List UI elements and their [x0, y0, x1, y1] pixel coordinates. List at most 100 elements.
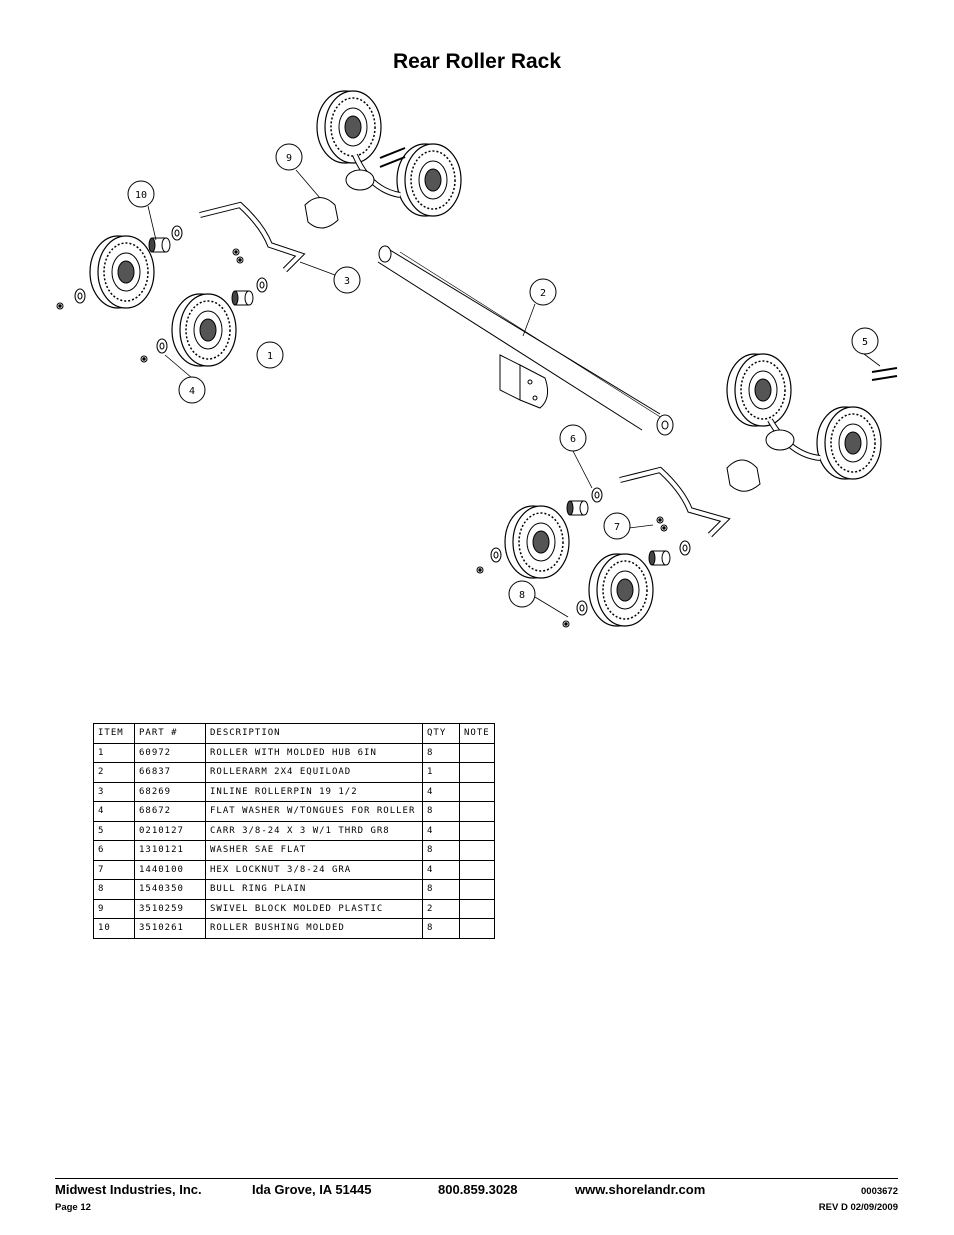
washer-icon: [490, 547, 502, 563]
svg-text:3: 3: [344, 276, 350, 287]
cell-note: [459, 898, 495, 919]
washer-icon: [576, 600, 588, 616]
cell-part: 1310121: [134, 840, 206, 861]
roller-icon: [816, 406, 882, 480]
roller-icon: [316, 90, 382, 164]
svg-text:10: 10: [135, 190, 147, 201]
washer-icon: [591, 487, 603, 503]
header-part: PART #: [134, 723, 206, 744]
callout-3: 3: [333, 266, 361, 294]
cell-description: FLAT WASHER W/TONGUES FOR ROLLER: [205, 801, 423, 822]
bushing-icon: [148, 237, 171, 253]
callout-10: 10: [127, 180, 155, 208]
callout-9: 9: [275, 143, 303, 171]
footer-company: Midwest Industries, Inc.: [55, 1182, 202, 1197]
svg-text:1: 1: [267, 351, 273, 362]
footer-phone: 800.859.3028: [438, 1182, 518, 1197]
header-note: NOTE: [459, 723, 495, 744]
cell-item: 1: [93, 742, 135, 763]
cell-qty: 4: [422, 781, 460, 802]
nut-icon: [660, 524, 668, 532]
header-qty: QTY: [422, 723, 460, 744]
cell-item: 8: [93, 879, 135, 900]
cell-part: 1540350: [134, 879, 206, 900]
cell-qty: 8: [422, 840, 460, 861]
cell-description: BULL RING PLAIN: [205, 879, 423, 900]
cell-item: 6: [93, 840, 135, 861]
washer-icon: [679, 540, 691, 556]
roller-icon: [726, 353, 792, 427]
cell-description: ROLLER WITH MOLDED HUB 6IN: [205, 742, 423, 763]
footer-city: Ida Grove, IA 51445: [252, 1182, 372, 1197]
callout-1: 1: [256, 341, 284, 369]
cell-qty: 4: [422, 859, 460, 880]
cell-item: 2: [93, 762, 135, 783]
footer-website: www.shorelandr.com: [575, 1182, 706, 1197]
nut-icon: [656, 516, 664, 524]
cell-qty: 4: [422, 820, 460, 841]
svg-text:7: 7: [614, 522, 620, 533]
footer-divider: [55, 1178, 898, 1179]
table-header-row: ITEM PART # DESCRIPTION QTY NOTE: [93, 723, 495, 744]
cell-note: [459, 859, 495, 880]
header-item: ITEM: [93, 723, 135, 744]
cell-item: 4: [93, 801, 135, 822]
cell-qty: 8: [422, 742, 460, 763]
svg-text:2: 2: [540, 288, 546, 299]
cell-note: [459, 801, 495, 822]
bushing-icon: [231, 290, 254, 306]
callout-8: 8: [508, 580, 536, 608]
cell-item: 9: [93, 898, 135, 919]
nut-icon: [562, 620, 570, 628]
svg-text:5: 5: [862, 337, 868, 348]
nut-icon: [476, 566, 484, 574]
exploded-parts-diagram: 10 9 3 2 1 4 5 6 7 8: [56, 90, 898, 628]
footer-page-number: Page 12: [55, 1202, 91, 1213]
cell-item: 10: [93, 918, 135, 939]
callout-7: 7: [603, 512, 631, 540]
cell-description: INLINE ROLLERPIN 19 1/2: [205, 781, 423, 802]
bushing-icon: [566, 500, 589, 516]
cell-description: CARR 3/8-24 X 3 W/1 THRD GR8: [205, 820, 423, 841]
cell-note: [459, 742, 495, 763]
roller-icon: [171, 293, 237, 367]
footer-doc-number: 0003672: [861, 1186, 898, 1197]
roller-icon: [396, 143, 462, 217]
cell-description: ROLLERARM 2X4 EQUILOAD: [205, 762, 423, 783]
cell-item: 3: [93, 781, 135, 802]
header-description: DESCRIPTION: [205, 723, 423, 744]
svg-text:4: 4: [189, 386, 195, 397]
cell-part: 1440100: [134, 859, 206, 880]
svg-text:6: 6: [570, 434, 576, 445]
washer-icon: [156, 338, 168, 354]
callout-5: 5: [851, 327, 879, 355]
callout-4: 4: [178, 376, 206, 404]
cell-note: [459, 762, 495, 783]
roller-icon: [588, 553, 654, 627]
cell-part: 3510259: [134, 898, 206, 919]
cell-qty: 8: [422, 801, 460, 822]
cell-note: [459, 918, 495, 939]
cell-note: [459, 781, 495, 802]
cell-note: [459, 840, 495, 861]
cell-description: HEX LOCKNUT 3/8-24 GRA: [205, 859, 423, 880]
washer-icon: [256, 277, 268, 293]
cell-item: 5: [93, 820, 135, 841]
nut-icon: [140, 355, 148, 363]
cell-qty: 2: [422, 898, 460, 919]
callout-6: 6: [559, 424, 587, 452]
washer-icon: [171, 225, 183, 241]
svg-text:8: 8: [519, 590, 525, 601]
bushing-icon: [648, 550, 671, 566]
nut-icon: [236, 256, 244, 264]
